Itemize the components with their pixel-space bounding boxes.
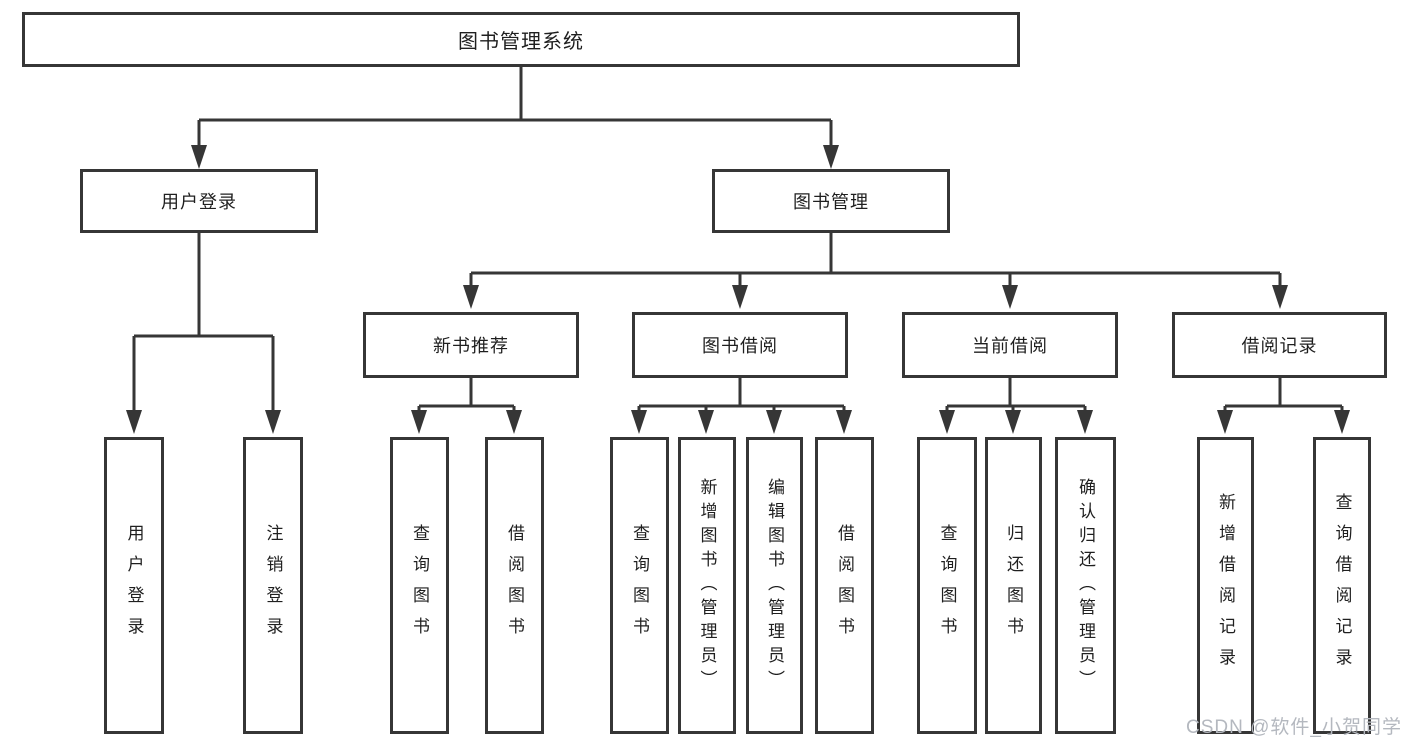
node-new-book-rec: 新书推荐 [363, 312, 579, 378]
node-current-borrow-label: 当前借阅 [972, 336, 1048, 356]
connector-borrow-records-children [1223, 378, 1344, 414]
arrowhead-cb-return [1005, 410, 1021, 434]
node-cb-confirm-return-label: 确认归还（管理员） [1076, 477, 1095, 694]
node-book-borrow: 图书借阅 [632, 312, 848, 378]
node-root: 图书管理系统 [22, 12, 1020, 67]
node-logout-label: 注销登录 [263, 523, 283, 648]
arrowhead-borrow-records [1272, 285, 1288, 309]
arrowhead-new-book-rec [463, 285, 479, 309]
node-br-add-record: 新增借阅记录 [1197, 437, 1254, 734]
arrowhead-current-borrow [1002, 285, 1018, 309]
node-nbr-query-books-label: 查询图书 [410, 523, 429, 648]
node-br-add-record-label: 新增借阅记录 [1216, 492, 1235, 679]
node-cb-query-books: 查询图书 [917, 437, 977, 734]
node-new-book-rec-label: 新书推荐 [433, 336, 509, 356]
node-login-label: 用户登录 [124, 523, 144, 648]
node-bb-borrow-books-label: 借阅图书 [835, 523, 854, 648]
connector-current-borrow-children [945, 378, 1087, 414]
arrowhead-bb-query [631, 410, 647, 434]
arrowhead-login [126, 410, 142, 434]
arrowhead-br-query [1334, 410, 1350, 434]
node-logout: 注销登录 [243, 437, 303, 734]
arrowhead-nbr-query [411, 410, 427, 434]
arrowhead-cb-confirm [1077, 410, 1093, 434]
node-borrow-records: 借阅记录 [1172, 312, 1387, 378]
connector-book-borrow-children [637, 378, 846, 414]
node-bb-edit-books: 编辑图书（管理员） [746, 437, 803, 734]
node-nbr-borrow-books-label: 借阅图书 [505, 523, 524, 648]
arrowhead-logout [265, 410, 281, 434]
node-bb-add-books-label: 新增图书（管理员） [697, 477, 717, 694]
arrowhead-user-login [191, 145, 207, 169]
node-book-mgmt: 图书管理 [712, 169, 950, 233]
node-br-query-record-label: 查询借阅记录 [1332, 492, 1352, 679]
arrowhead-book-borrow [732, 285, 748, 309]
connector-user-login-children [132, 233, 275, 414]
node-root-label: 图书管理系统 [458, 31, 584, 53]
arrowhead-nbr-borrow [506, 410, 522, 434]
node-login: 用户登录 [104, 437, 164, 734]
arrowhead-book-mgmt [823, 145, 839, 169]
node-cb-return-books-label: 归还图书 [1004, 523, 1023, 648]
node-nbr-query-books: 查询图书 [390, 437, 449, 734]
arrowhead-bb-add [698, 410, 714, 434]
node-current-borrow: 当前借阅 [902, 312, 1118, 378]
node-cb-query-books-label: 查询图书 [937, 523, 957, 648]
node-bb-borrow-books: 借阅图书 [815, 437, 874, 734]
node-user-login-label: 用户登录 [161, 192, 237, 212]
node-nbr-borrow-books: 借阅图书 [485, 437, 544, 734]
node-bb-edit-books-label: 编辑图书（管理员） [765, 477, 784, 694]
node-cb-confirm-return: 确认归还（管理员） [1055, 437, 1116, 734]
arrowhead-cb-query [939, 410, 955, 434]
node-bb-add-books: 新增图书（管理员） [678, 437, 736, 734]
node-bb-query-books: 查询图书 [610, 437, 669, 734]
arrowhead-bb-borrow [836, 410, 852, 434]
node-book-mgmt-label: 图书管理 [793, 192, 869, 212]
node-book-borrow-label: 图书借阅 [702, 336, 778, 356]
node-user-login: 用户登录 [80, 169, 318, 233]
arrowhead-bb-edit [766, 410, 782, 434]
node-br-query-record: 查询借阅记录 [1313, 437, 1371, 734]
connector-new-book-rec-children [417, 378, 516, 414]
watermark: CSDN @软件_小贺同学 [1186, 717, 1402, 738]
node-cb-return-books: 归还图书 [985, 437, 1042, 734]
node-borrow-records-label: 借阅记录 [1241, 336, 1318, 356]
arrowhead-br-add [1217, 410, 1233, 434]
connector-root-to-level2 [197, 67, 833, 150]
connector-book-mgmt-children [469, 233, 1282, 288]
node-bb-query-books-label: 查询图书 [630, 523, 649, 648]
